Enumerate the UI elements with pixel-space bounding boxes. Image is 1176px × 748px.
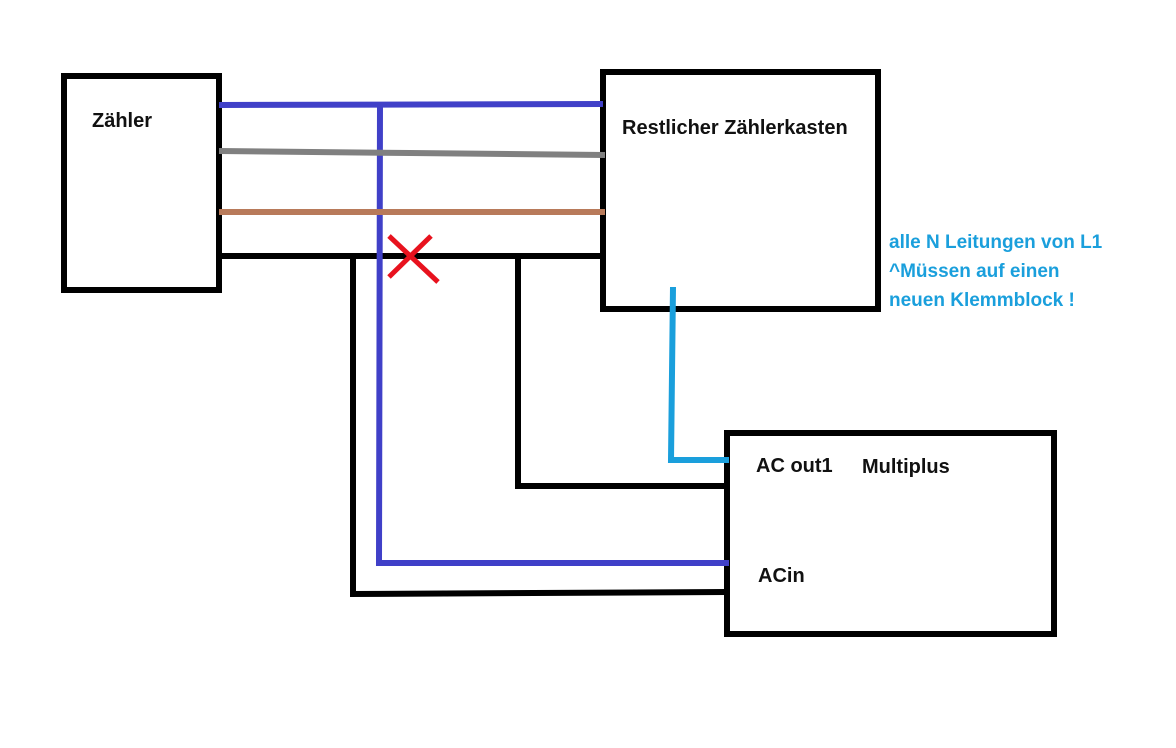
- note-line: ^Müssen auf einen: [889, 261, 1060, 282]
- note-line: neuen Klemmblock !: [889, 290, 1075, 311]
- ac-out-label: AC out1: [756, 455, 833, 477]
- multiplus-box: [724, 430, 1057, 637]
- zaehler-box: [61, 73, 222, 293]
- black-wire-to-acin: [350, 256, 728, 598]
- lightblue-wire-to-acout: [667, 286, 729, 463]
- blue-wire-horizontal: [218, 101, 604, 108]
- note-line: alle N Leitungen von L1: [889, 232, 1103, 253]
- black-wire-to-acout: [515, 256, 727, 489]
- red-cross-icon: [387, 234, 440, 284]
- zaehler-label: Zähler: [92, 110, 153, 132]
- blue-wire-to-acin: [375, 101, 729, 566]
- restlicher-zaehlerkasten-box: [600, 69, 881, 312]
- restlicher-zaehlerkasten-label: Restlicher Zählerkasten: [622, 117, 848, 139]
- annotation-note: alle N Leitungen von L1 ^Müssen auf eine…: [889, 228, 1102, 315]
- ac-in-label: ACin: [758, 565, 805, 587]
- multiplus-label: Multiplus: [862, 456, 950, 478]
- gray-wire: [218, 148, 606, 158]
